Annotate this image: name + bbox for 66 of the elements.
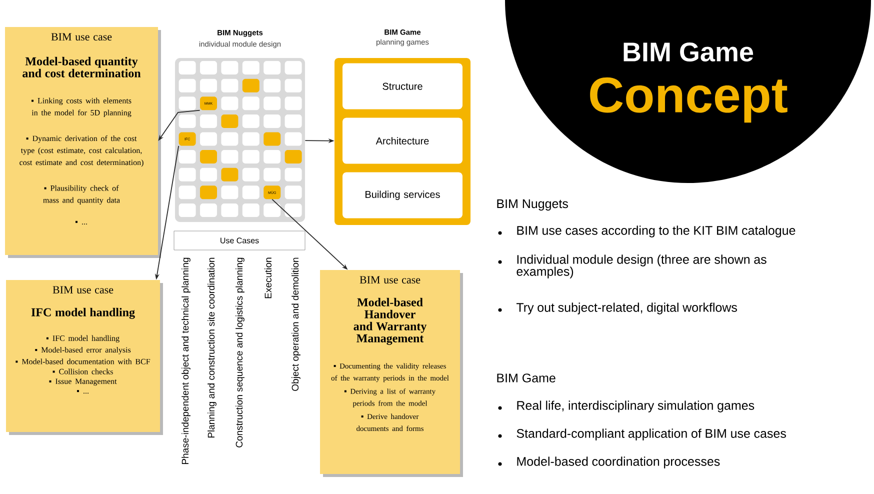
- module-tile: [284, 186, 302, 200]
- module-tile: [242, 150, 260, 164]
- module-tile: [200, 78, 217, 92]
- module-tile: [264, 96, 281, 110]
- module-tile: [284, 96, 302, 110]
- bullet-item: Model-based documentation with BCF: [16, 358, 150, 364]
- card-heading: BIM use case: [360, 276, 420, 284]
- bullet-item: IFC model handling: [46, 335, 120, 343]
- module-tile: [200, 132, 217, 146]
- module-tile: [284, 132, 302, 146]
- module-tile: [200, 186, 217, 200]
- bullet-item: Collision checks: [52, 368, 113, 374]
- game-box: Structure: [342, 63, 462, 110]
- bullet-item: Model-based coordination processes: [498, 456, 720, 468]
- module-tile: [221, 150, 238, 164]
- bullet-item: Model-based error analysis: [35, 346, 131, 354]
- card-heading: BIM use case: [51, 33, 112, 40]
- module-tile: [242, 96, 260, 110]
- circle-title: Concept: [590, 77, 788, 123]
- bullet-item: ...: [76, 220, 87, 225]
- use-cases-box: Use Cases: [174, 230, 306, 250]
- phase-label: Phase-independent object and technical planning: [182, 258, 190, 464]
- module-tile: [221, 132, 238, 146]
- bullet-item: Linking costs with elements in the model for 5D planning: [32, 98, 132, 118]
- card-title: Model-based Handover and Warranty Management: [354, 298, 427, 345]
- module-tile: [200, 150, 217, 164]
- module-tile: [264, 61, 281, 75]
- bullet-item: Standard-compliant application of BIM use cases: [498, 428, 786, 440]
- use-case-card: [6, 280, 163, 435]
- bullet-item: Try out subject-related, digital workflows: [498, 302, 737, 314]
- use-case-card: [5, 27, 161, 258]
- section-heading: BIM Game: [497, 374, 556, 382]
- card-title: Model-based quantity and cost determination: [22, 56, 141, 78]
- module-tile: [178, 186, 196, 200]
- bullet-item: Real life, interdisciplinary simulation games: [498, 400, 754, 412]
- module-tile: [221, 186, 238, 200]
- section-heading: BIM Nuggets: [497, 199, 568, 211]
- module-tile: [264, 150, 281, 164]
- module-tile: [200, 168, 217, 182]
- module-tile: [242, 186, 260, 200]
- bullet-item: Individual module design (three are shown as examples): [498, 254, 766, 278]
- module-tile: [221, 61, 238, 75]
- use-case-card: [320, 270, 463, 477]
- module-tile: [178, 96, 196, 110]
- module-tile: [200, 61, 217, 75]
- card-heading: BIM use case: [52, 286, 114, 294]
- phase-label: Object operation and demolition: [292, 258, 300, 391]
- module-tile: [264, 132, 281, 146]
- bullet-item: BIM use cases according to the KIT BIM catalogue: [498, 226, 796, 238]
- bullet-item: Dynamic derivation of the cost type (cost estimate, cost calculation, cost estimate and cost determination): [20, 135, 144, 167]
- bullet-item: ...: [77, 390, 88, 394]
- module-tile: [178, 61, 196, 75]
- bullet-item: Plausibility check of mass and quantity data: [43, 185, 120, 205]
- bullet-item: Issue Management: [49, 378, 117, 386]
- module-tile: [242, 132, 260, 146]
- card-title: IFC model handling: [31, 308, 135, 319]
- game-box: Building services: [342, 172, 462, 218]
- game-box: Architecture: [342, 118, 462, 164]
- module-tile: [178, 150, 196, 164]
- circle-heading: BIM Game: [624, 42, 754, 62]
- module-tile: [284, 61, 302, 75]
- module-tile: [200, 114, 217, 128]
- module-tile: [284, 150, 302, 164]
- module-tile: [221, 96, 238, 110]
- module-tile: [242, 61, 260, 75]
- module-tile: [200, 203, 217, 217]
